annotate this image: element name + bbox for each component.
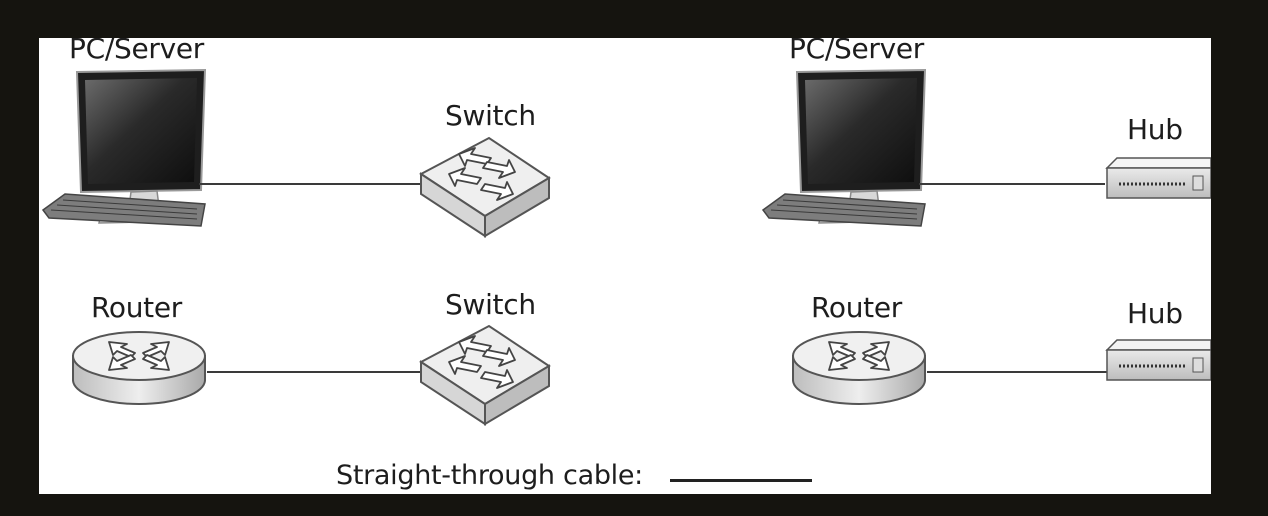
- pc-server-icon: [761, 68, 927, 227]
- switch-icon-bottom: [419, 324, 551, 426]
- pc-server-label-left: PC/Server: [69, 38, 204, 65]
- cable-pc-to-switch: [199, 183, 423, 185]
- hub-icon-bottom: [1105, 339, 1211, 381]
- hub-label-bottom: Hub: [1127, 297, 1183, 330]
- hub-label-top: Hub: [1127, 113, 1183, 146]
- cable-pc-to-hub: [919, 183, 1105, 185]
- pc-server-icon: [41, 68, 207, 227]
- router-label-left: Router: [91, 291, 182, 324]
- legend-cable-sample: [670, 479, 812, 482]
- switch-label-bottom: Switch: [445, 288, 536, 321]
- switch-label-top: Switch: [445, 99, 536, 132]
- network-diagram: PC/Server Switch PC/Server: [39, 38, 1211, 494]
- hub-icon-top: [1105, 157, 1211, 199]
- switch-icon-top: [419, 136, 551, 238]
- router-icon-left: [72, 331, 206, 405]
- cable-router-to-hub: [927, 371, 1107, 373]
- legend-label: Straight-through cable:: [336, 460, 643, 491]
- router-label-right: Router: [811, 291, 902, 324]
- pc-server-label-right: PC/Server: [789, 38, 924, 65]
- cable-router-to-switch: [207, 371, 425, 373]
- router-icon-right: [792, 331, 926, 405]
